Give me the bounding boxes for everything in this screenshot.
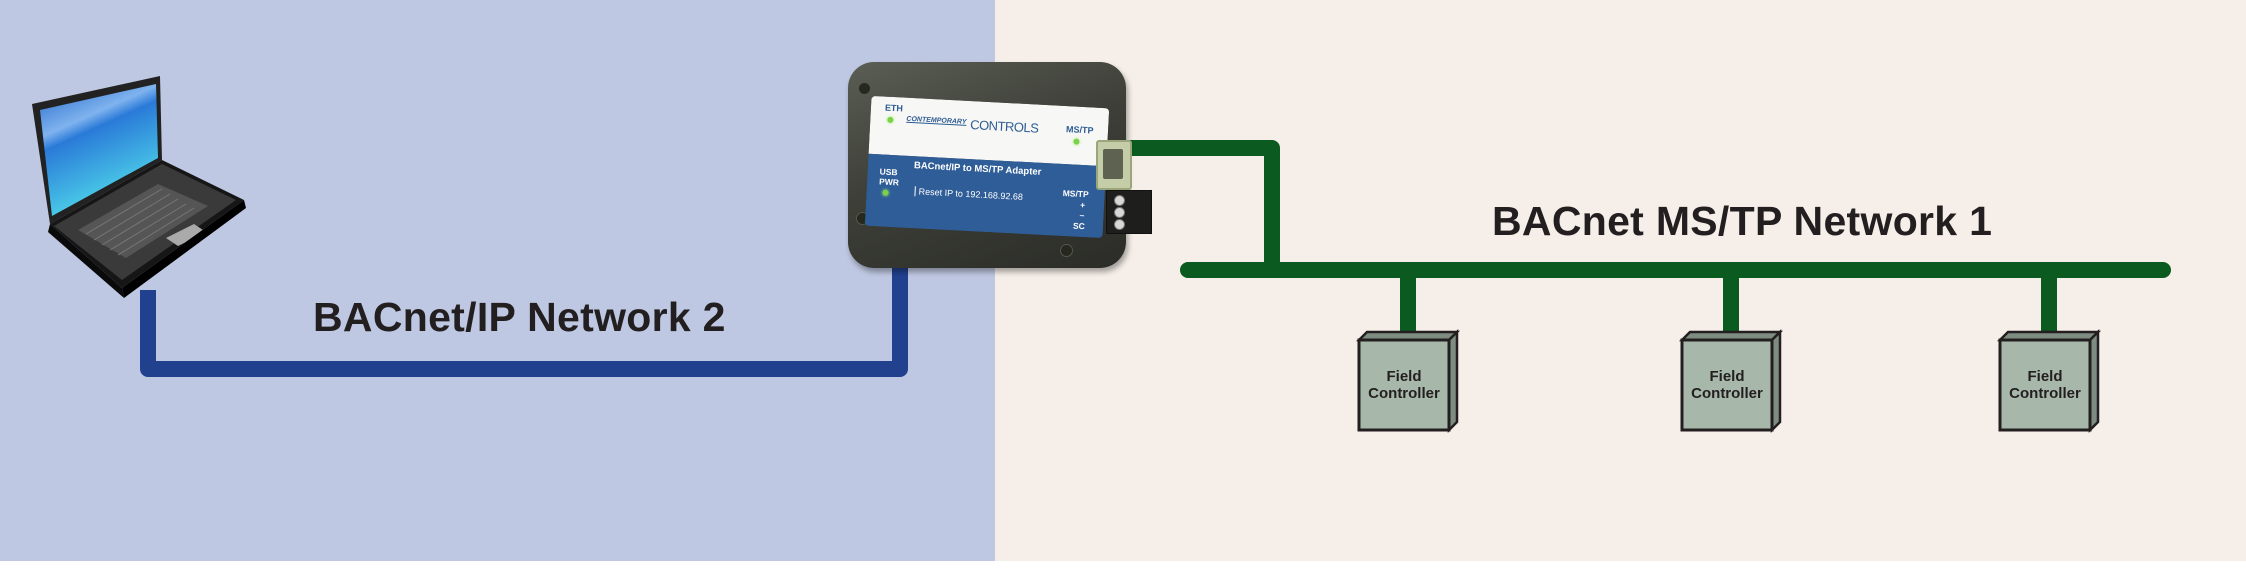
field-controller-box — [1996, 328, 2102, 434]
field-controller-label-line1: Field — [1386, 368, 1422, 385]
ip-network-cable — [140, 245, 908, 377]
bacnet-ip-network-area — [0, 0, 995, 561]
bacnet-adapter-device: ETH CONTEMPORARY CONTROLS MS/TP BACnet/I… — [848, 62, 1126, 268]
laptop-icon — [32, 76, 246, 298]
bacnet-mstp-network-area — [995, 0, 2246, 561]
screw-icon — [1060, 244, 1073, 257]
field-controller-label-line1: Field — [1709, 368, 1745, 385]
mstp-network-title: BACnet MS/TP Network 1 — [1492, 198, 1993, 244]
laptop-workstation — [30, 74, 250, 304]
mstp-led-label: MS/TP — [1065, 124, 1094, 136]
terminal-plus-label: + — [1079, 199, 1086, 211]
field-controller-label-line2: Controller — [1368, 385, 1440, 402]
device-label-panel: ETH CONTEMPORARY CONTROLS MS/TP BACnet/I… — [864, 95, 1110, 239]
mstp-uplink-cable — [1128, 140, 1280, 270]
terminal-label: MS/TP — [1062, 188, 1089, 200]
field-controller-label-line2: Controller — [1691, 385, 1763, 402]
terminal-minus-label: – — [1079, 209, 1085, 221]
terminal-sc-label: SC — [1072, 220, 1086, 232]
ip-network-title: BACnet/IP Network 2 — [313, 294, 726, 340]
field-controller-box — [1678, 328, 1784, 434]
screw-icon — [858, 82, 871, 95]
field-controller-label-line1: Field — [2027, 368, 2063, 385]
ethernet-port-icon — [1096, 140, 1132, 190]
field-controller-box — [1355, 328, 1461, 434]
field-controller-label-line2: Controller — [2009, 385, 2081, 402]
pwr-led-label: PWR — [878, 176, 900, 188]
mstp-terminal-block-icon — [1106, 190, 1152, 234]
eth-led-label: ETH — [884, 102, 904, 114]
